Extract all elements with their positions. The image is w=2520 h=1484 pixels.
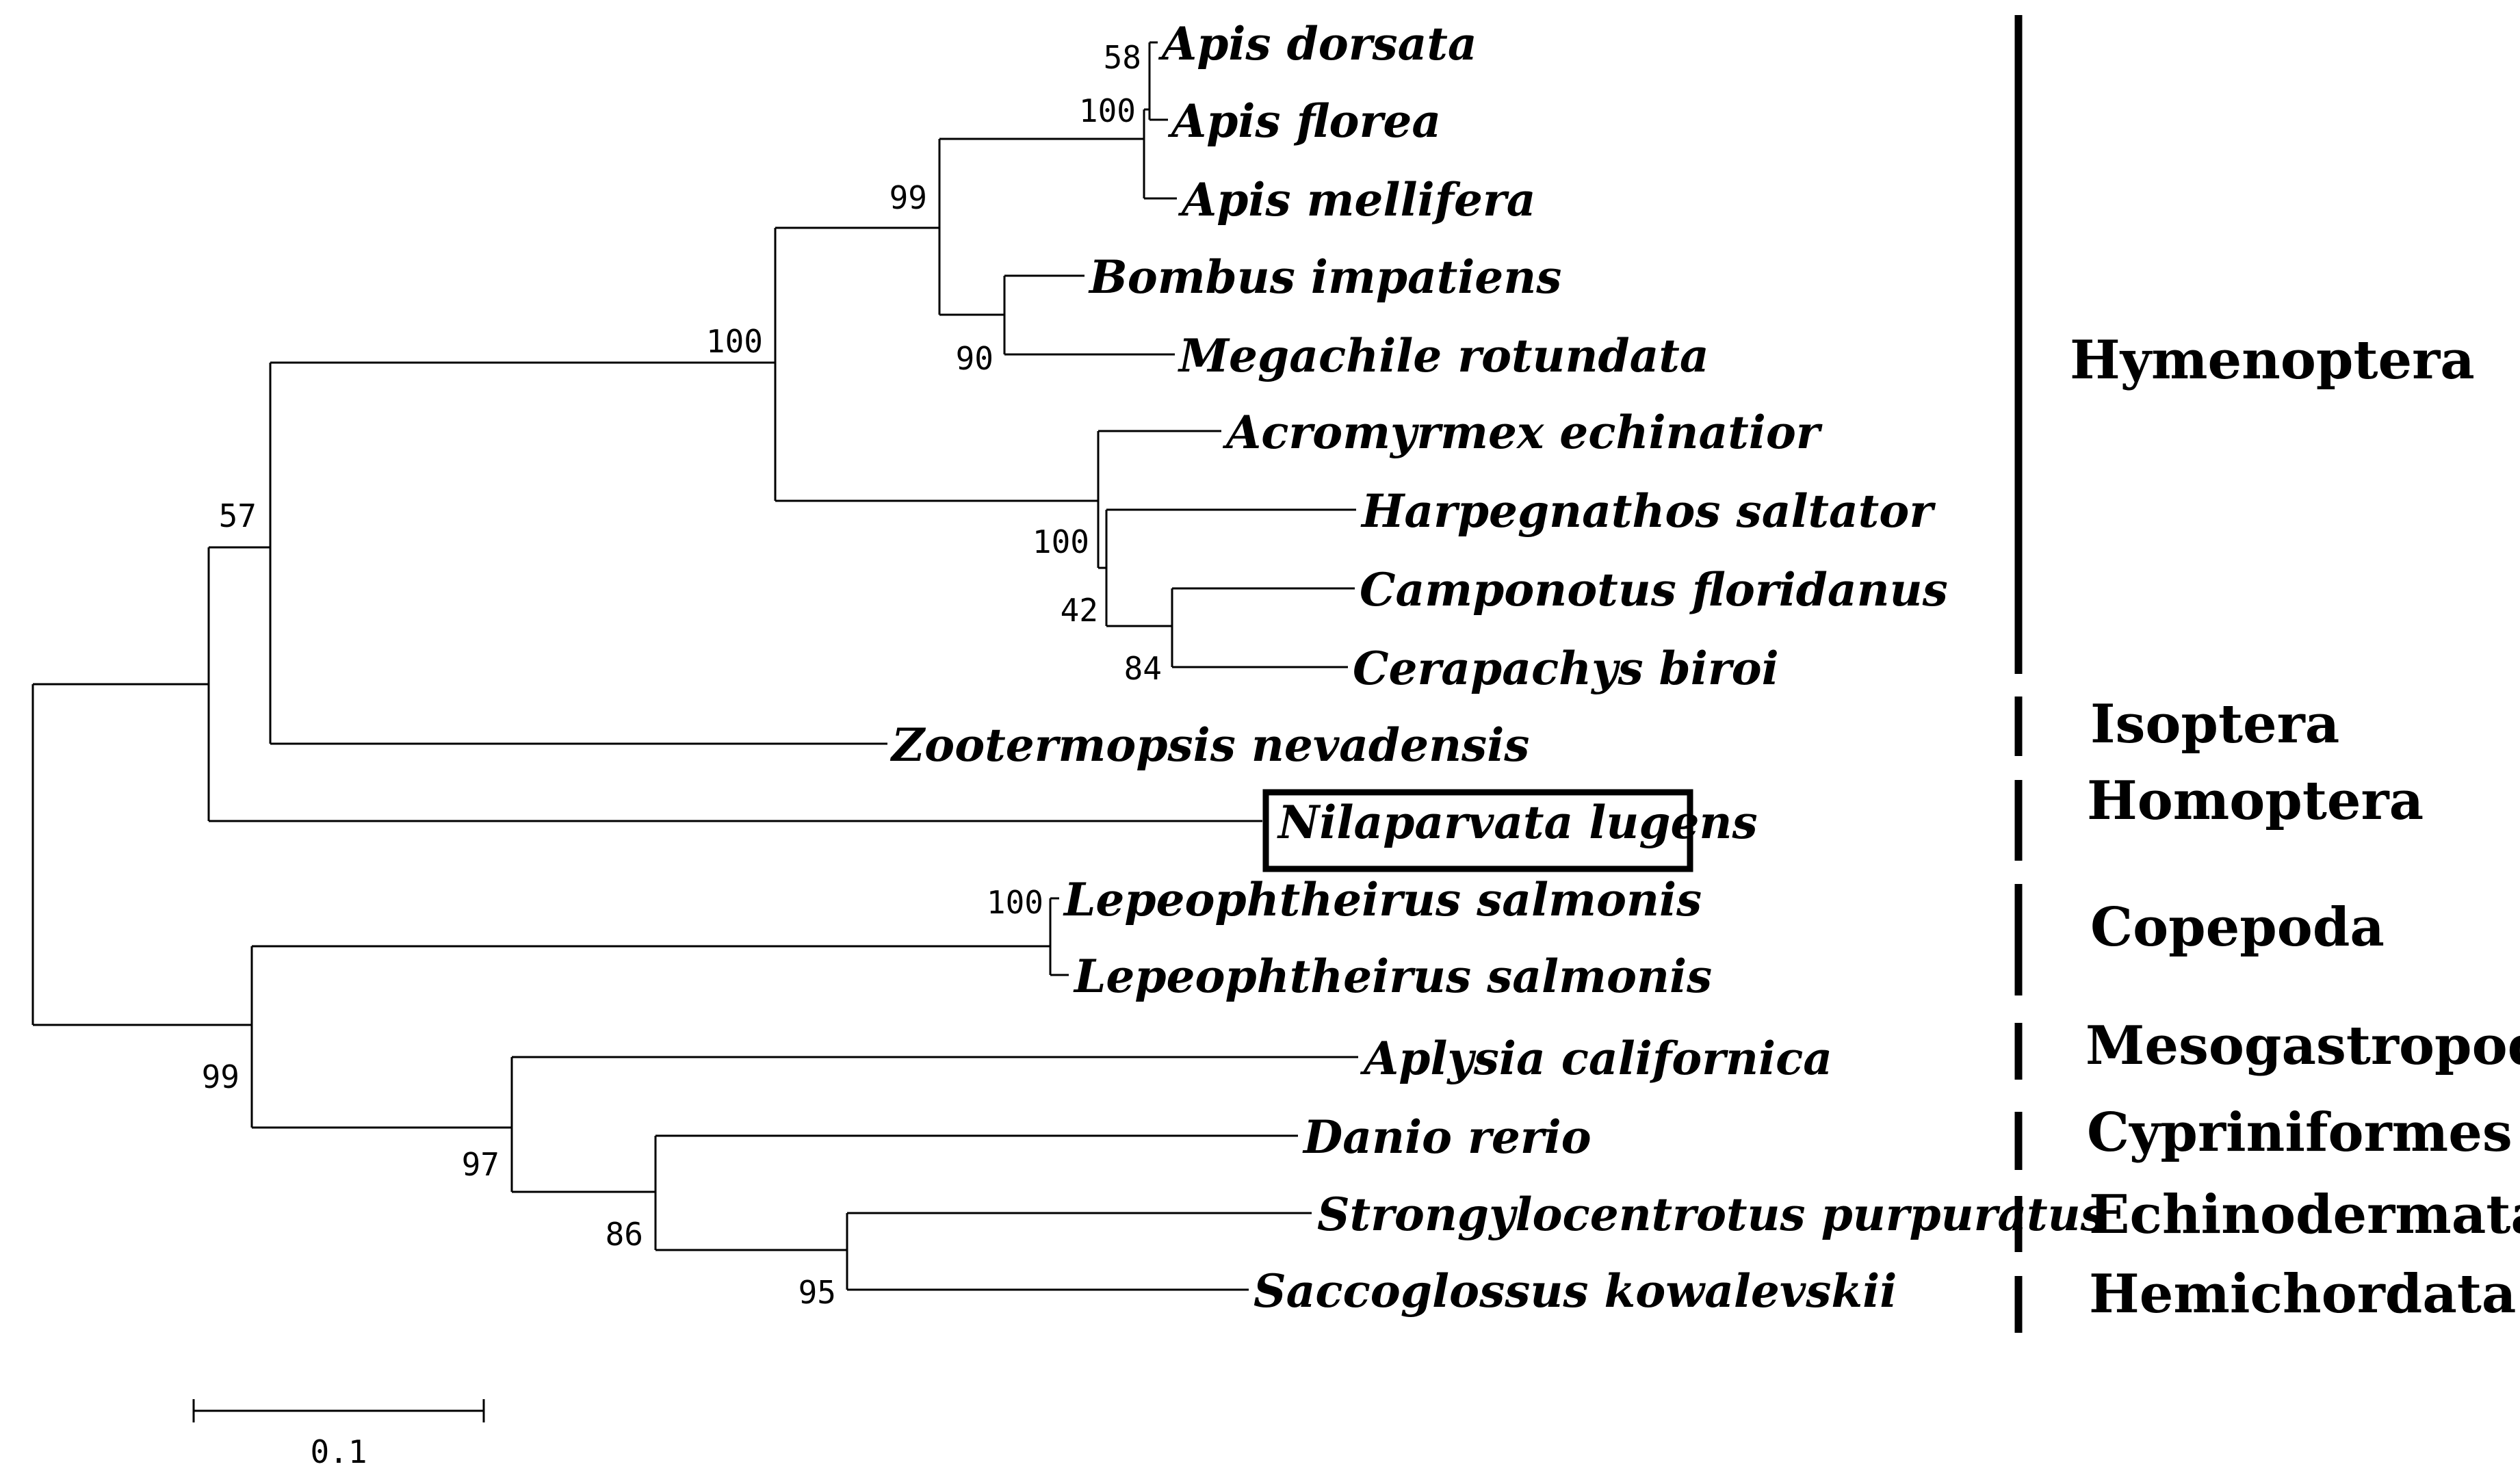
taxon-label: Bombus impatiens xyxy=(1088,250,1561,304)
taxon-label: Megachile rotundata xyxy=(1178,329,1709,382)
branch-bees xyxy=(938,138,1144,316)
branch-ants xyxy=(1097,430,1221,569)
taxon-label: Cerapachys biroi xyxy=(1353,642,1779,695)
branch-copepoda xyxy=(1049,897,1069,976)
bootstrap-value: 97 xyxy=(462,1146,499,1183)
taxa-labels: Apis dorsata Apis florea Apis mellifera … xyxy=(889,17,2106,1318)
branch-deuterostomes xyxy=(654,1134,1298,1251)
branch-camponotus-cerapachys xyxy=(1171,587,1355,668)
bootstrap-value: 57 xyxy=(219,497,257,534)
branch-n13 xyxy=(510,1056,1358,1193)
taxon-label: Apis florea xyxy=(1167,94,1441,148)
taxon-label: Apis mellifera xyxy=(1178,173,1536,226)
taxon-label: Saccoglossus kowalevskii xyxy=(1253,1264,1897,1318)
taxon-label: Lepeophtheirus salmonis xyxy=(1073,950,1712,1003)
branch-apis-dorsata-florea xyxy=(1148,41,1168,121)
group-label-mesogastropoda: Mesogastropoda xyxy=(2086,1015,2520,1077)
branch-non-insects xyxy=(250,945,1050,1129)
taxon-label: Aplysia californica xyxy=(1360,1032,1832,1085)
taxon-label: Lepeophtheirus salmonis xyxy=(1063,873,1702,926)
bootstrap-value: 90 xyxy=(956,340,993,377)
highlight-box xyxy=(1262,789,1693,872)
bootstrap-value: 100 xyxy=(1032,523,1089,560)
group-label-isoptera: Isoptera xyxy=(2090,693,2339,755)
tree-branches xyxy=(31,41,1358,1291)
taxon-label: Strongylocentrotus purpuratus xyxy=(1317,1188,2106,1241)
branch-hymenoptera-isoptera xyxy=(269,361,887,745)
taxon-label: Zootermopsis nevadensis xyxy=(889,718,1529,772)
taxon-label: Apis dorsata xyxy=(1158,17,1477,70)
bootstrap-value: 86 xyxy=(606,1216,643,1253)
taxon-label: Acromyrmex echinatior xyxy=(1222,406,1823,459)
bootstrap-value: 84 xyxy=(1124,650,1162,687)
branch-root xyxy=(31,683,252,1026)
group-label-homoptera: Homoptera xyxy=(2087,770,2424,832)
branch-ants-inner xyxy=(1105,508,1356,627)
branch-insects xyxy=(207,546,1262,822)
bootstrap-value: 95 xyxy=(798,1274,836,1311)
bootstrap-value: 100 xyxy=(1079,92,1136,129)
taxon-label: Danio rerio xyxy=(1302,1110,1592,1164)
bootstrap-value: 99 xyxy=(202,1058,239,1095)
group-label-copepoda: Copepoda xyxy=(2090,896,2385,959)
bootstrap-values: 58 100 99 90 100 100 42 84 57 100 99 97 … xyxy=(202,39,1162,1311)
scale-bar-line xyxy=(192,1399,485,1422)
bootstrap-value: 58 xyxy=(1104,39,1141,76)
scale-bar: 0.1 xyxy=(192,1399,485,1470)
branch-echinoderm-hemichordate xyxy=(846,1212,1312,1291)
bootstrap-value: 100 xyxy=(987,884,1043,921)
group-label-hemichordata: Hemichordata xyxy=(2089,1263,2516,1325)
branch-bombus-megachile xyxy=(1003,274,1175,356)
taxon-label: Harpegnathos saltator xyxy=(1360,484,1936,538)
bootstrap-value: 42 xyxy=(1061,592,1098,629)
group-label-hymenoptera: Hymenoptera xyxy=(2070,329,2475,391)
bootstrap-value: 99 xyxy=(889,179,927,216)
group-labels: Hymenoptera Isoptera Homoptera Copepoda … xyxy=(2070,329,2520,1325)
scale-bar-label: 0.1 xyxy=(310,1433,367,1470)
branch-hymenoptera xyxy=(774,226,1098,502)
group-label-cypriniformes: Cypriniformes xyxy=(2087,1102,2512,1164)
group-label-echinodermata: Echinodermata xyxy=(2089,1184,2520,1246)
bootstrap-value: 100 xyxy=(706,323,763,360)
taxon-label: Camponotus floridanus xyxy=(1360,563,1948,616)
taxon-label-highlighted: Nilaparvata lugens xyxy=(1277,796,1758,849)
